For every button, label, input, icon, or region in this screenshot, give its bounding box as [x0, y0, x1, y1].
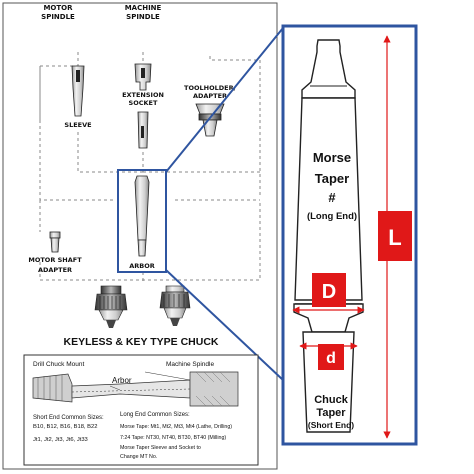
keyless-chuck-title: KEYLESS & KEY TYPE CHUCK — [63, 336, 218, 348]
detail-connector-line-bottom — [165, 269, 284, 381]
morse-label-3: # — [328, 190, 336, 205]
dimension-d — [299, 342, 358, 370]
arbor-detail-drawing — [293, 39, 364, 433]
keyless-chuck-image — [94, 285, 128, 328]
dimension-L-label: L — [388, 225, 401, 250]
toolholder-label-1: TOOLHOLDER/ — [184, 84, 237, 92]
arbor-small-label: Arbor — [112, 376, 132, 385]
dimension-d-label: d — [326, 350, 336, 367]
chuck-taper-label-3: (Short End) — [308, 420, 354, 430]
machine-spindle-label-2: SPINDLE — [126, 13, 160, 21]
dimension-D — [292, 273, 365, 314]
motor-shaft-label-1: MOTOR SHAFT — [28, 256, 82, 264]
arbor-part — [134, 175, 150, 257]
drill-chuck-mount-label: Drill Chuck Mount — [33, 361, 84, 368]
motor-spindle-label-2: SPINDLE — [41, 13, 75, 21]
morse-label-4: (Long End) — [307, 211, 357, 222]
detail-connector-line-top — [165, 27, 284, 173]
dimension-L — [378, 35, 412, 439]
chuck-taper-label-2: Taper — [316, 407, 346, 419]
machine-spindle-label-1: MACHINE — [125, 4, 162, 12]
morse-label-1: Morse — [313, 150, 351, 165]
motor-spindle-label-1: MOTOR — [43, 4, 73, 12]
dimension-D-label: D — [322, 281, 336, 303]
toolholder-label-2: ADAPTER — [193, 92, 227, 100]
short-end-title: Short End Common Sizes: — [33, 415, 104, 421]
short-end-line-2: Jt1, Jt2, Jt3, Jt6, Jt33 — [33, 437, 88, 443]
extension-socket-part — [134, 63, 152, 149]
sleeve-label: SLEEVE — [64, 121, 91, 129]
assembly-drawing — [32, 371, 239, 407]
machine-spindle-small-label: Machine Spindle — [166, 361, 214, 368]
sleeve-part — [71, 65, 85, 117]
short-end-line-1: B10, B12, B16, B18, B22 — [33, 424, 97, 430]
chuck-taper-label-1: Chuck — [314, 394, 349, 406]
arbor-highlight-box — [117, 169, 167, 273]
long-end-line-4: Change MT No. — [120, 454, 157, 460]
motor-shaft-adapter-part — [49, 231, 61, 253]
long-end-line-2: 7:24 Tape: NT30, NT40, BT30, BT40 (Milli… — [120, 435, 226, 441]
arbor-label: ARBOR — [129, 262, 155, 270]
morse-label-2: Taper — [315, 171, 349, 186]
motor-shaft-label-2: ADAPTER — [38, 266, 72, 274]
extension-socket-label-2: SOCKET — [129, 99, 158, 107]
long-end-line-1: Morse Tape: Mt1, Mt2, Mt3, Mt4 (Lathe, D… — [120, 424, 232, 430]
long-end-title: Long End Common Sizes: — [120, 412, 190, 418]
extension-socket-label-1: EXTENSION — [122, 91, 164, 99]
connection-lines — [39, 52, 261, 284]
long-end-line-3: Morse Taper Sleeve and Socket to — [120, 445, 201, 451]
key-type-chuck-image — [159, 285, 191, 326]
